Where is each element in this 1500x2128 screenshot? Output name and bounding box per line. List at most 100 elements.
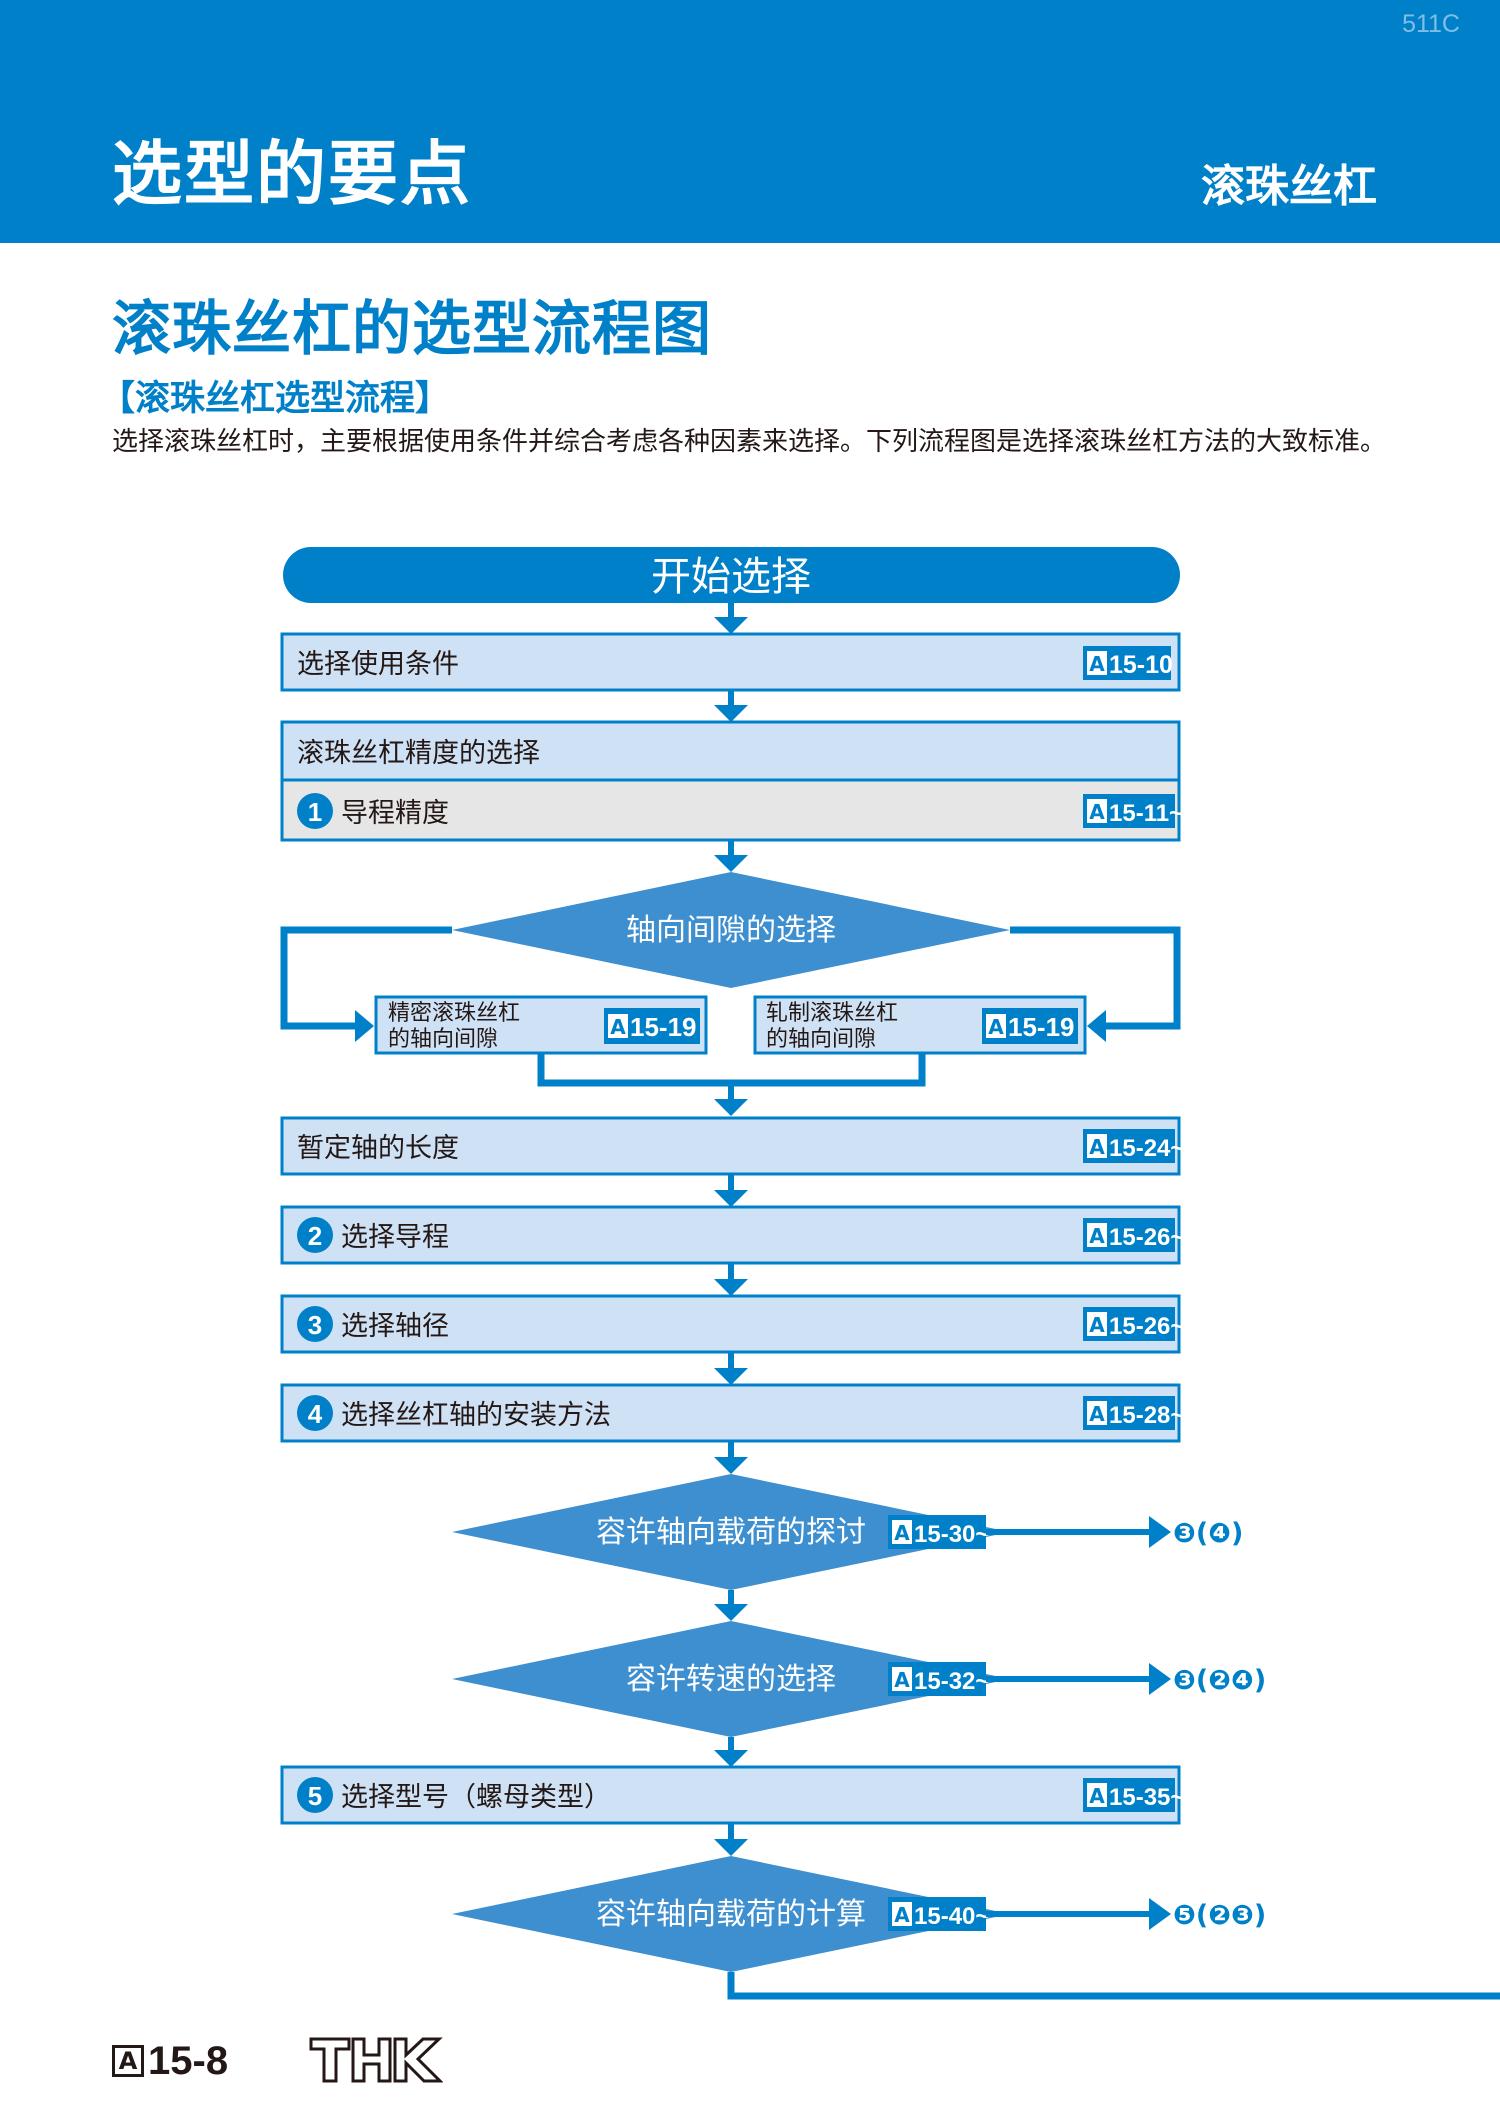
ref-a-square [608,1014,628,1038]
header-subtitle: 滚珠丝杠 [1201,161,1377,212]
step-number-circle [297,1217,333,1253]
step-mounting-box [280,1383,1181,1443]
ref-text: 15-11~ [1109,800,1183,827]
ref-a-square [1087,651,1107,675]
ref-a-letter: A [1089,1135,1105,1159]
branch-rolled-line2: 的轴向间隙 [766,1027,876,1052]
page-title: 滚珠丝杠的选型流程图 [112,294,713,363]
arrow-head [714,705,748,722]
ref-a-square [892,1902,912,1926]
ref-a-square [1087,799,1107,823]
decision-axial-load-label: 容许轴向载荷的探讨 [596,1515,866,1550]
arrow-head [1149,1898,1171,1930]
step-number: 5 [308,1781,322,1811]
start-label: 开始选择 [651,554,811,600]
merge-line [537,1053,926,1087]
return-target: ❸(❹) [1173,1518,1243,1549]
footer-number: 15-8 [148,2038,229,2083]
arrow-head [714,1750,748,1767]
branch-precision-line2: 的轴向间隙 [388,1027,498,1052]
header-title: 选型的要点 [112,133,472,215]
arrow-head [1149,1516,1171,1548]
ref-a-letter: A [1089,1402,1105,1426]
ref-a-letter: A [1089,1224,1105,1248]
ref-a-square [1087,1783,1107,1807]
footer-a-badge: A [112,2045,144,2077]
arrow-head [714,1279,748,1296]
accuracy-header-label: 滚珠丝杠精度的选择 [297,738,540,769]
step-model-label: 选择型号（螺母类型） [341,1782,611,1813]
branch-left-line [280,926,452,1030]
ref-a-square [986,1014,1006,1038]
intro-paragraph: 选择滚珠丝杠时，主要根据使用条件并综合考虑各种因素来选择。下列流程图是选择滚珠丝… [112,427,1387,457]
arrow-head [714,1368,748,1385]
step-model-box [280,1765,1181,1825]
start-pill [283,547,1180,603]
footer-page-number: A 15-8 [112,2039,228,2083]
step-number-circle [297,1306,333,1342]
ref-text: 15-30~ [914,1521,989,1548]
decision-axial-calc [452,1856,1010,1972]
arrow-head [714,1604,748,1621]
arrow-head [714,1099,748,1116]
ref-a-letter: A [894,1668,910,1692]
section-title: 【滚珠丝杠选型流程】 [100,379,451,419]
ref-a-letter: A [1089,652,1105,676]
ref-text: 15-24~ [1109,1135,1184,1162]
decision-axial-calc-label: 容许轴向载荷的计算 [596,1897,866,1932]
ref-text: 15-26~ [1109,1224,1184,1251]
ref-a-square [1087,1401,1107,1425]
decision-axial-clearance [452,872,1010,988]
arrow-head [1149,1663,1171,1695]
arrow-head [714,855,748,872]
branch-right-line [1010,926,1181,1030]
header-band: 511C 选型的要点 滚珠丝杠 [0,0,1500,243]
step-mounting-label: 选择丝杠轴的安装方法 [341,1400,611,1431]
step-tentative-length-label: 暂定轴的长度 [297,1133,459,1164]
ref-text: 15-10 [1109,651,1173,679]
ref-text: 15-40~ [914,1903,989,1930]
ref-text: 15-26~ [1109,1313,1184,1340]
step-tentative-length-box [280,1116,1181,1176]
decision-axial-load [452,1474,1010,1590]
step-lead-label: 选择导程 [341,1222,449,1253]
ref-a-square [1087,1223,1107,1247]
arrow-head [714,1457,748,1474]
step-conditions-label: 选择使用条件 [297,649,459,680]
ref-text: 15-19 [1008,1012,1075,1042]
return-target: ❸(❷❹) [1173,1665,1266,1696]
step-number: 3 [308,1310,322,1340]
step-diameter-label: 选择轴径 [341,1311,449,1342]
ref-a-square [1087,1134,1107,1158]
return-target: ❺(❷❸) [1173,1900,1266,1931]
decision-speed-label: 容许转速的选择 [626,1662,836,1697]
step-number-circle [297,1777,333,1813]
step-number: 4 [308,1399,323,1429]
ref-a-letter: A [988,1015,1004,1039]
ref-a-letter: A [894,1521,910,1545]
step-lead-accuracy-box [280,778,1181,842]
step-lead-accuracy-label: 导程精度 [341,798,449,829]
branch-rolled-line1: 轧制滚珠丝杠 [766,1001,898,1026]
page-code: 511C [1402,10,1460,38]
ref-a-square [892,1520,912,1544]
branch-precision-line1: 精密滚珠丝杠 [388,1001,520,1026]
step-number-circle [297,793,333,829]
step-lead-box [280,1205,1181,1265]
continuation-line [727,1972,1500,2000]
arrow-head [355,1010,374,1042]
decision-axial-clearance-label: 轴向间隙的选择 [626,913,836,948]
ref-text: 15-35~ [1109,1784,1184,1811]
ref-text: 15-32~ [914,1668,989,1695]
arrow-head [714,1839,748,1856]
step-number: 2 [308,1221,322,1251]
step-number: 1 [308,797,322,827]
ref-a-letter: A [610,1015,626,1039]
step-conditions-box [280,632,1181,692]
step-number-circle [297,1395,333,1431]
ref-text: 15-28~ [1109,1402,1184,1429]
ref-a-letter: A [1089,800,1105,824]
arrow-head [714,617,748,634]
arrow-head [714,1190,748,1207]
